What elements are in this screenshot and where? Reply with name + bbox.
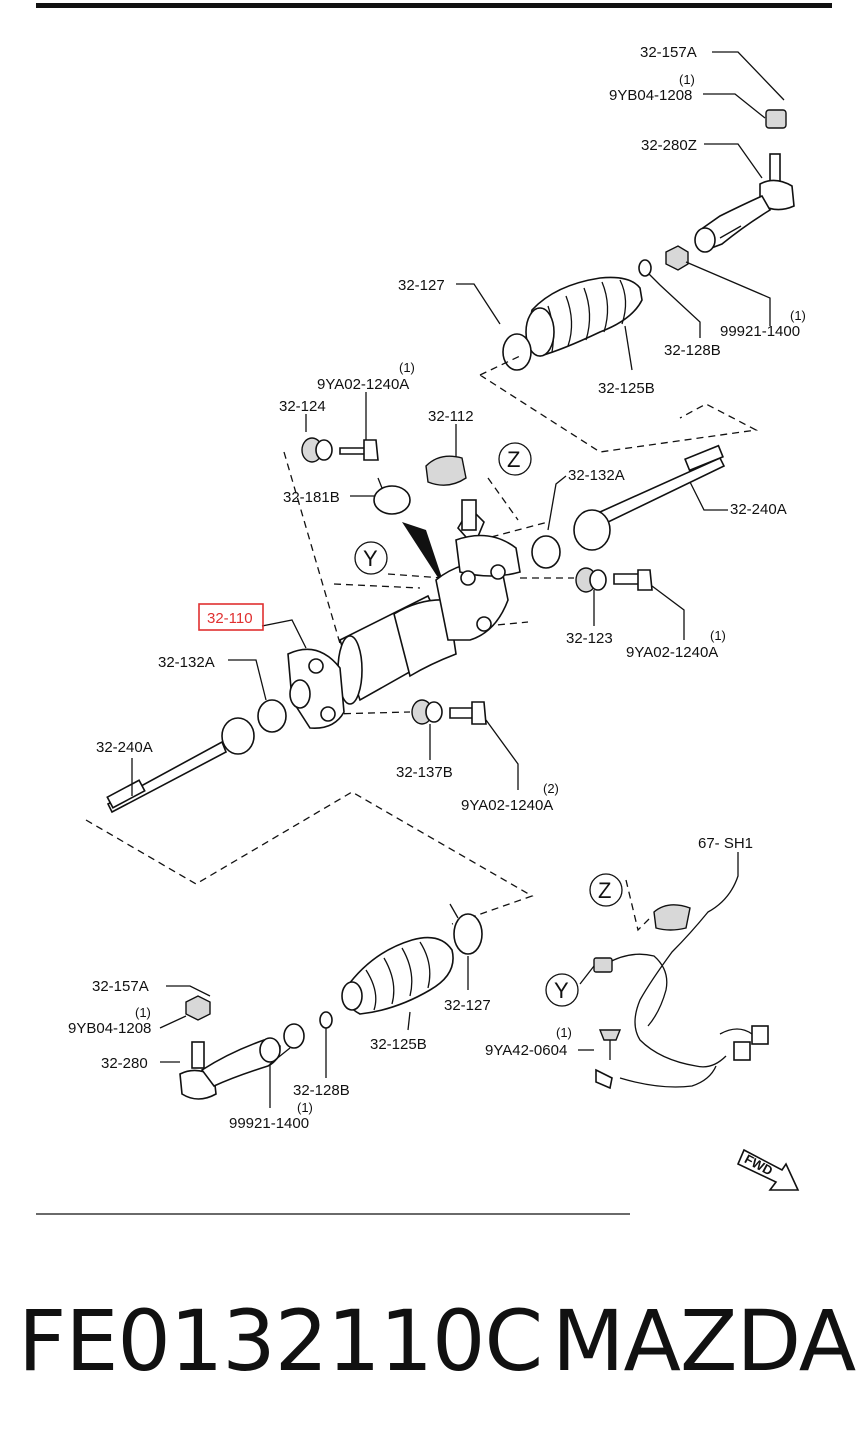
label-32-112: 32-112 [428, 408, 474, 425]
label-32-128b-top: 32-128B [664, 342, 721, 359]
label-32-280: 32-280 [101, 1055, 148, 1072]
nut-right [638, 245, 771, 338]
label-32-124: 32-124 [279, 398, 326, 415]
label-32-128b-bottom: 32-128B [293, 1082, 350, 1099]
label-99921-bottom: 99921-1400 [229, 1115, 309, 1132]
label-32-125b-bottom: 32-125B [370, 1036, 427, 1053]
label-32-132a-left: 32-132A [158, 654, 215, 671]
label-67-sh1: 67- SH1 [698, 835, 753, 852]
tie-rod-end-left [159, 985, 333, 1108]
zone-y-marker [354, 541, 388, 575]
dashed-outline-upper [479, 355, 759, 453]
label-qty-6: (1) [135, 1005, 151, 1020]
label-32-110: 32-110 [207, 610, 253, 627]
label-99921-top: 99921-1400 [720, 323, 800, 340]
label-32-132a-right: 32-132A [568, 467, 625, 484]
wire-harness [593, 852, 769, 1090]
bolt-upper-left [301, 392, 379, 463]
label-32-280z: 32-280Z [641, 137, 697, 154]
bolt-right [575, 567, 685, 640]
label-9yb04-bottom: 9YB04-1208 [68, 1020, 151, 1037]
zone-z-marker [498, 442, 532, 476]
dashed-outline-lower [85, 791, 534, 925]
boot-left [341, 903, 483, 1031]
label-32-240a-left: 32-240A [96, 739, 153, 756]
pointer-wedge [402, 522, 446, 590]
label-zone-z: Z [507, 447, 520, 472]
label-32-127-bottom: 32-127 [444, 997, 491, 1014]
label-9ya02-c: 9YA02-1240A [461, 797, 553, 814]
label-9ya02-a: 9YA02-1240A [317, 376, 409, 393]
inner-rod-left [106, 659, 287, 814]
label-qty-8: (1) [297, 1100, 313, 1115]
zone-z-marker-lower [589, 873, 623, 907]
label-32-181b: 32-181B [283, 489, 340, 506]
label-qty-3: (1) [399, 360, 415, 375]
label-32-240a-right: 32-240A [730, 501, 787, 518]
brand-name: MAZDA [552, 1292, 856, 1390]
tie-rod-end-right [694, 51, 795, 253]
highlight-box [198, 603, 264, 631]
caption: FE0132110C MAZDA [0, 1292, 864, 1402]
label-zone-z-lower: Z [598, 878, 611, 903]
top-border [36, 3, 832, 8]
label-32-125b-top: 32-125B [598, 380, 655, 397]
label-qty-5: (2) [543, 781, 559, 796]
fwd-arrow [736, 1148, 800, 1191]
steering-gear-housing [261, 499, 521, 729]
label-32-123: 32-123 [566, 630, 613, 647]
label-32-157a-top: 32-157A [640, 44, 697, 61]
boot-right [456, 276, 643, 371]
label-qty-1: (1) [679, 72, 695, 87]
zone-y-marker-lower [545, 973, 579, 1007]
part-number: FE0132110C [18, 1292, 543, 1390]
label-9ya02-b: 9YA02-1240A [626, 644, 718, 661]
clamp-181b [350, 477, 411, 515]
inner-rod-right [531, 444, 728, 569]
label-9ya42: 9YA42-0604 [485, 1042, 567, 1059]
bolt-lower [411, 699, 519, 790]
label-qty-7: (1) [556, 1025, 572, 1040]
label-32-137b: 32-137B [396, 764, 453, 781]
label-qty-4: (1) [710, 628, 726, 643]
pinion-cap [425, 424, 467, 486]
label-qty-2: (1) [790, 308, 806, 323]
label-9yb04-top: 9YB04-1208 [609, 87, 692, 104]
screw-9ya42 [578, 1029, 622, 1060]
label-zone-y: Y [363, 546, 378, 571]
label-32-127-top: 32-127 [398, 277, 445, 294]
label-32-157a-bottom: 32-157A [92, 978, 149, 995]
label-zone-y-lower: Y [554, 978, 569, 1003]
